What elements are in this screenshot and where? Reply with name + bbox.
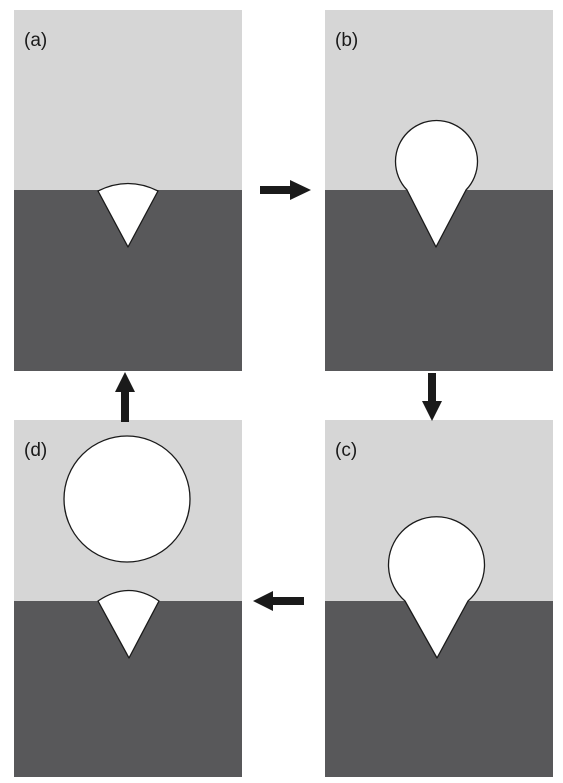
cavity-residual-vapor xyxy=(97,589,160,659)
panel-label-a: (a) xyxy=(24,30,47,51)
panel-label-c: (c) xyxy=(335,440,357,461)
panel-c: (c) xyxy=(325,420,553,777)
panel-b: (b) xyxy=(325,10,553,371)
panel-d: (d) xyxy=(14,420,242,777)
arrow-a-to-b xyxy=(260,180,311,200)
detached-bubble xyxy=(63,435,191,563)
departing-bubble xyxy=(387,516,486,659)
growing-bubble xyxy=(394,119,479,248)
arrow-c-to-d xyxy=(253,591,304,611)
arrow-b-to-c xyxy=(422,373,442,421)
panel-a: (a) xyxy=(14,10,242,371)
panel-label-d: (d) xyxy=(24,440,47,461)
arrow-d-to-a xyxy=(115,372,135,422)
cavity-vapor-embryo xyxy=(97,182,159,248)
liquid-region xyxy=(14,10,242,190)
panel-label-b: (b) xyxy=(335,30,358,51)
